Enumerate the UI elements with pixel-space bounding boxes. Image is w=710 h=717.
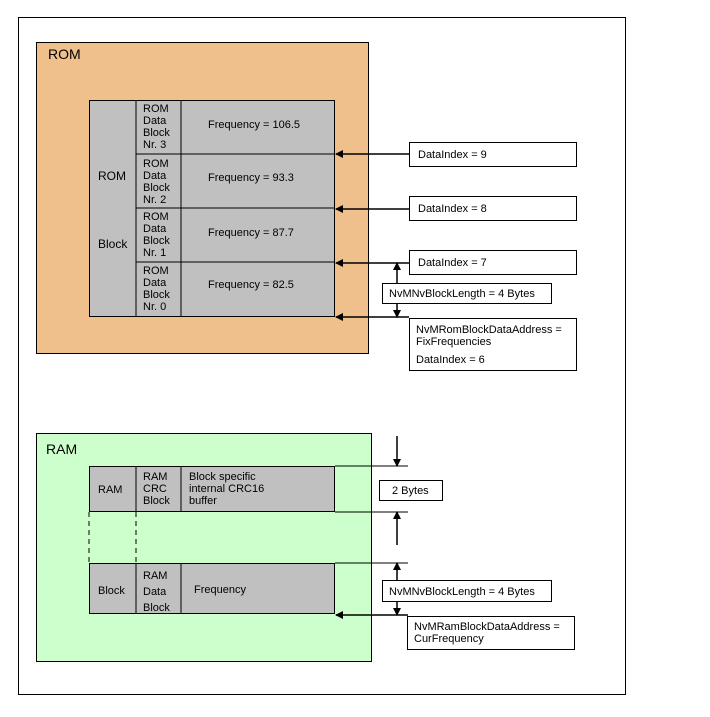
diagram-frame	[18, 17, 626, 695]
ram-block-address-box: NvMRamBlockDataAddress = CurFrequency	[407, 616, 575, 650]
crc-size-box: 2 Bytes	[379, 480, 443, 501]
rom-block-label-top: ROM	[98, 169, 126, 183]
rom-title: ROM	[48, 46, 81, 62]
rom-block-address-box: NvMRomBlockDataAddress = FixFrequencies …	[409, 318, 577, 371]
ram-data-side-label: Block	[98, 585, 125, 597]
ram-title: RAM	[46, 441, 78, 457]
rom-frequency-0: Frequency = 82.5	[208, 279, 294, 291]
rom-frequency-3: Frequency = 106.5	[208, 119, 301, 131]
ram-crc-side-label: RAM	[98, 484, 123, 496]
ram-data-block	[89, 563, 335, 614]
data-index-8-box: DataIndex = 8	[409, 196, 577, 221]
rom-frequency-1: Frequency = 87.7	[208, 227, 294, 239]
ram-block-length-box: NvMNvBlockLength = 4 Bytes	[382, 580, 552, 602]
ram-crc-block	[89, 466, 335, 512]
rom-block-length-box: NvMNvBlockLength = 4 Bytes	[382, 283, 552, 304]
rom-block-label-bottom: Block	[98, 237, 128, 251]
ram-frequency-value: Frequency	[194, 584, 246, 596]
data-index-7-box: DataIndex = 7	[409, 250, 577, 275]
rom-frequency-2: Frequency = 93.3	[208, 172, 294, 184]
data-index-9-box: DataIndex = 9	[409, 142, 577, 167]
